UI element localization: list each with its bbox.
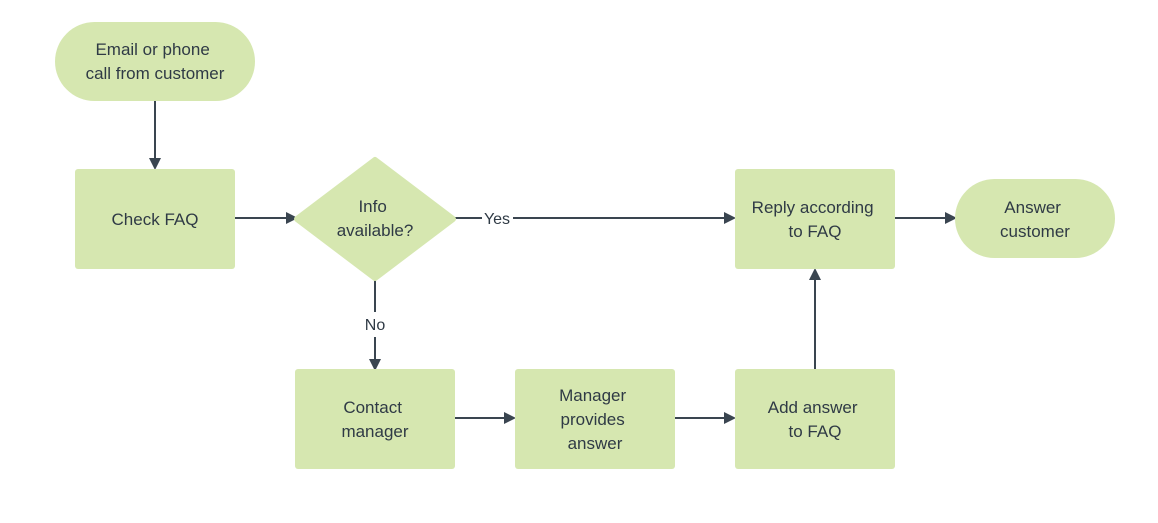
node-answer: Answer customer [955, 179, 1115, 258]
add-answer-label-line-1: Add answer [768, 398, 858, 417]
reply-label: Reply according to FAQ [752, 198, 879, 241]
add-answer-box [735, 369, 895, 469]
decision-label-line-2: available? [337, 221, 414, 240]
decision-diamond [294, 157, 456, 281]
node-decision: Info available? [294, 157, 456, 281]
answer-label: Answer customer [1000, 198, 1070, 241]
manager-provides-label-line-3: answer [568, 434, 623, 453]
reply-label-line-1: Reply according [752, 198, 874, 217]
contact-manager-label: Contact manager [341, 398, 408, 441]
node-reply: Reply according to FAQ [735, 169, 895, 269]
manager-provides-label-line-2: provides [561, 410, 625, 429]
edge-label-no: No [365, 317, 386, 334]
start-label: Email or phone call from customer [86, 40, 225, 83]
add-answer-label-line-2: to FAQ [789, 422, 842, 441]
node-check-faq: Check FAQ [75, 169, 235, 269]
answer-label-line-1: Answer [1004, 198, 1061, 217]
contact-manager-label-line-1: Contact [343, 398, 402, 417]
check-faq-box [75, 169, 235, 269]
node-manager-provides: Manager provides answer [515, 369, 675, 469]
reply-box [735, 169, 895, 269]
node-add-answer: Add answer to FAQ [735, 369, 895, 469]
node-contact-manager: Contact manager [295, 369, 455, 469]
check-faq-label-line-1: Check FAQ [112, 210, 199, 229]
contact-manager-label-line-2: manager [341, 422, 408, 441]
manager-provides-box [515, 369, 675, 469]
node-start: Email or phone call from customer [55, 22, 255, 101]
check-faq-label: Check FAQ [112, 210, 199, 229]
start-label-line-1: Email or phone [95, 40, 209, 59]
connectors [149, 101, 957, 424]
manager-provides-label: Manager provides answer [559, 386, 631, 453]
manager-provides-label-line-1: Manager [559, 386, 626, 405]
decision-label-line-1: Info [358, 197, 386, 216]
answer-terminal-shape [955, 179, 1115, 258]
reply-label-line-2: to FAQ [789, 222, 842, 241]
add-answer-label: Add answer to FAQ [768, 398, 863, 441]
start-label-line-2: call from customer [86, 64, 225, 83]
start-terminal-shape [55, 22, 255, 101]
edge-label-yes: Yes [484, 211, 510, 228]
answer-label-line-2: customer [1000, 222, 1070, 241]
contact-manager-box [295, 369, 455, 469]
decision-label: Info available? [337, 197, 414, 240]
